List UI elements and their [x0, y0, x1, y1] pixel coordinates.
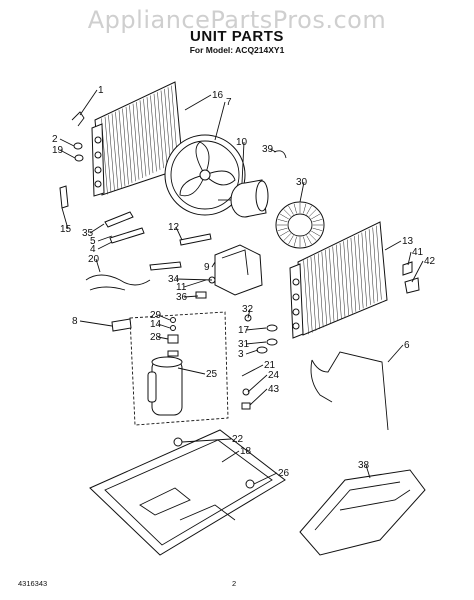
callout-2: 2: [52, 134, 58, 145]
callout-leader-14: [157, 323, 171, 329]
callout-31: 31: [238, 339, 250, 350]
callout-leader-3: [245, 349, 259, 355]
callout-leader-38: [365, 464, 371, 479]
callout-leader-31: [245, 341, 267, 345]
callout-16: 16: [212, 90, 224, 101]
page-title: UNIT PARTS: [190, 28, 284, 45]
callout-leader-13: [384, 240, 402, 251]
callout-leader-41: [407, 251, 412, 266]
callout-7: 7: [226, 97, 232, 108]
callout-18: 18: [240, 446, 252, 457]
compressor: [129, 311, 229, 426]
callout-5: 5: [90, 236, 96, 247]
model-label: For Model: ACQ214XY1: [189, 45, 285, 55]
callout-leader-7: [214, 101, 226, 141]
callout-leader-29: [157, 314, 171, 321]
callout-leader-24: [247, 374, 268, 393]
callout-leader-20: [95, 258, 101, 273]
callout-leader-22: [181, 438, 232, 443]
callout-leader-9: [211, 261, 216, 268]
callout-38: 38: [358, 460, 370, 471]
callout-28: 28: [150, 332, 162, 343]
callout-leader-10: [241, 141, 245, 184]
callout-leader-35: [89, 223, 105, 234]
callout-6: 6: [404, 340, 410, 351]
capillary-tube: [310, 351, 389, 431]
callout-1: 1: [98, 85, 104, 96]
callout-leader-28: [157, 336, 169, 340]
fan-motor: [218, 179, 269, 218]
callout-leader-34: [175, 278, 213, 281]
callout-13: 13: [402, 236, 414, 247]
callout-26: 26: [278, 468, 290, 479]
condenser-fan-blade: [164, 134, 246, 216]
shroud: [299, 469, 426, 556]
condenser-coil: [91, 81, 184, 197]
document-number: 4316343: [18, 579, 48, 588]
callout-leader-12: [175, 226, 183, 241]
callout-42: 42: [424, 256, 436, 267]
callout-25: 25: [206, 369, 218, 380]
callout-21: 21: [264, 360, 276, 371]
callout-leader-43: [249, 388, 268, 406]
callout-3: 3: [238, 349, 244, 360]
callout-10: 10: [236, 137, 248, 148]
callout-24: 24: [268, 370, 280, 381]
callout-leader-4: [97, 241, 113, 250]
callout-leader-2: [59, 138, 75, 147]
callout-30: 30: [296, 177, 308, 188]
callout-leader-21: [241, 364, 264, 377]
callout-14: 14: [150, 319, 162, 330]
callout-leader-32: [247, 308, 251, 319]
callout-11: 11: [176, 282, 187, 293]
callout-leader-18: [221, 450, 240, 463]
base-pan: [89, 429, 286, 556]
callout-43: 43: [268, 384, 280, 395]
callout-leader-16: [184, 94, 212, 111]
callout-35: 35: [82, 228, 94, 239]
callout-leader-15: [61, 207, 69, 230]
callout-20: 20: [88, 254, 100, 265]
callout-leader-30: [299, 181, 305, 203]
callout-leader-11: [183, 279, 207, 288]
callout-leader-1: [79, 89, 98, 116]
callout-32: 32: [242, 304, 254, 315]
callout-12: 12: [168, 222, 180, 233]
callout-22: 22: [232, 434, 244, 445]
callout-19: 19: [52, 145, 64, 156]
callout-4: 4: [90, 244, 96, 255]
watermark: AppliancePartsPros.com: [87, 6, 387, 34]
callout-41: 41: [412, 247, 424, 258]
callout-9: 9: [204, 262, 210, 273]
callout-29: 29: [150, 310, 162, 321]
callout-leader-17: [245, 327, 267, 331]
callout-leader-8: [79, 320, 113, 327]
page-number: 2: [232, 579, 237, 588]
evaporator-coil: [289, 221, 388, 339]
callout-39: 39: [262, 144, 274, 155]
callout-15: 15: [60, 224, 72, 235]
callout-leader-39: [269, 148, 277, 153]
callout-34: 34: [168, 274, 180, 285]
callout-leader-42: [411, 260, 424, 283]
callout-leader-25: [177, 367, 206, 375]
callout-leader-36: [183, 295, 199, 298]
motor-mount-bracket: [214, 244, 263, 296]
callout-leader-26: [253, 472, 278, 485]
callout-leader-5: [97, 235, 113, 242]
callout-8: 8: [72, 316, 78, 327]
callout-17: 17: [238, 325, 250, 336]
callout-leader-19: [59, 149, 76, 159]
callout-leader-6: [387, 344, 404, 363]
blower-wheel: [275, 201, 325, 249]
callout-36: 36: [176, 292, 188, 303]
